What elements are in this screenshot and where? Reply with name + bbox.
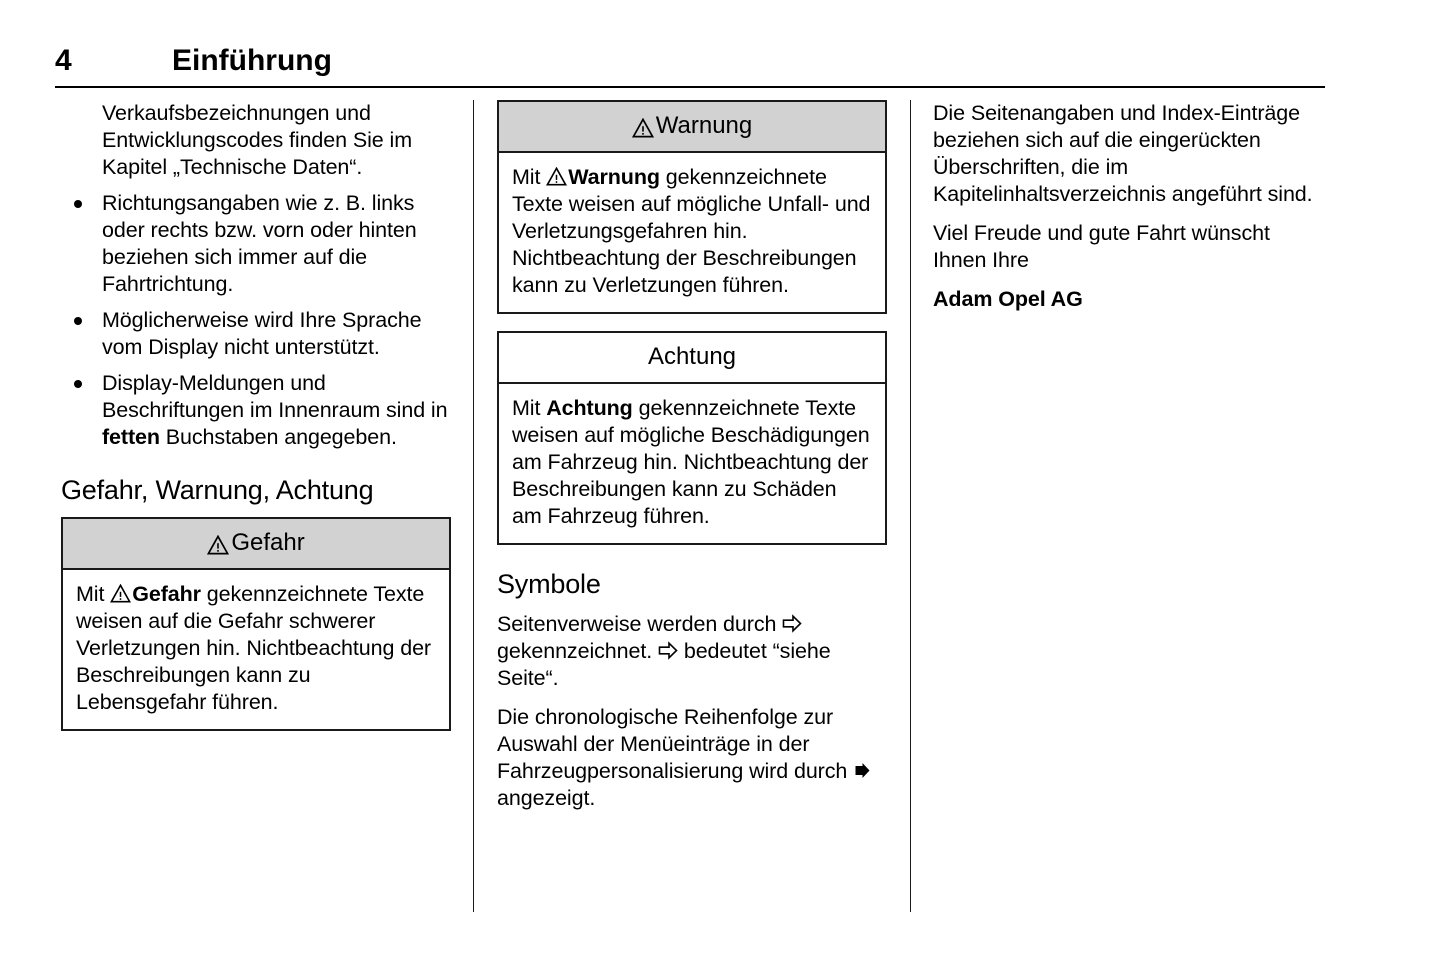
warning-body-prefix: Mit — [512, 165, 547, 189]
list-item-text-suffix: Buchstaben angegeben. — [159, 425, 397, 449]
hollow-right-arrow-icon — [658, 640, 678, 660]
caution-body-emphasis: Achtung — [546, 396, 633, 420]
bullet-dot-icon — [74, 200, 82, 208]
page-number: 4 — [55, 44, 72, 77]
list-item: Display-Meldungen und Beschriftungen im … — [61, 370, 451, 451]
closing-paragraph-1: Die Seitenangaben und Index-Einträge bez… — [933, 101, 1313, 206]
warning-note-body: Mit Warnung gekennzeichnete Texte weisen… — [499, 153, 885, 312]
warning-triangle-icon — [546, 166, 568, 186]
closing-paragraph-2: Viel Freude und gute Fahrt wünscht Ihnen… — [933, 221, 1270, 272]
column-middle: Warnung Mit Warnung gekennzeichnete Text… — [497, 100, 887, 824]
list-item: Richtungsangaben wie z. B. links oder re… — [61, 190, 451, 298]
symbols-p1-part3: bedeutet “siehe Seite“. — [497, 639, 831, 690]
list-item-text: Richtungsangaben wie z. B. links oder re… — [102, 191, 417, 296]
bullet-dot-icon — [74, 317, 82, 325]
warning-note-header: Warnung — [499, 102, 885, 153]
solid-right-arrow-icon — [853, 760, 872, 779]
caution-note-box: Achtung Mit Achtung gekennzeichnete Text… — [497, 331, 887, 545]
section-heading-symbols: Symbole — [497, 569, 601, 599]
chapter-title: Einführung — [172, 44, 332, 77]
warning-note-title: Warnung — [655, 112, 753, 139]
symbols-paragraph-1: Seitenverweise werden durch gekennzeichn… — [497, 611, 887, 692]
danger-note-body: Mit Gefahr gekennzeichnete Texte weisen … — [63, 570, 449, 729]
column-separator-right — [910, 100, 911, 912]
danger-note-box: Gefahr Mit Gefahr gekennzeichnete Texte … — [61, 517, 451, 731]
warning-body-suffix: gekennzeichnete Texte weisen auf möglich… — [512, 165, 871, 297]
warning-body-emphasis: Warnung — [568, 165, 660, 189]
column-left: Verkaufsbezeichnungen und Entwicklungsco… — [61, 100, 451, 748]
caution-body-prefix: Mit — [512, 396, 547, 420]
symbols-p1-part1: Seitenverweise werden durch — [497, 612, 783, 636]
hollow-right-arrow-icon — [782, 613, 802, 633]
warning-note-box: Warnung Mit Warnung gekennzeichnete Text… — [497, 100, 887, 314]
list-item-text-emphasis: fetten — [102, 425, 160, 449]
warning-triangle-icon — [631, 116, 654, 138]
danger-body-suffix: gekennzeichnete Texte weisen auf die Gef… — [76, 582, 431, 714]
column-separator-left — [473, 100, 474, 912]
symbols-p2-part2: angezeigt. — [497, 786, 596, 810]
list-item-text: Möglicherweise wird Ihre Sprache vom Dis… — [102, 308, 422, 359]
bullet-dot-icon — [74, 380, 82, 388]
symbols-p1-part2: gekennzeichnet. — [497, 639, 658, 663]
symbols-p2-part1: Die chronologische Reihenfolge zur Auswa… — [497, 705, 854, 783]
page-header: 4 Einführung — [55, 42, 1325, 88]
danger-body-prefix: Mit — [76, 582, 111, 606]
danger-note-header: Gefahr — [63, 519, 449, 570]
header-divider-rule — [55, 86, 1325, 88]
list-item: Möglicherweise wird Ihre Sprache vom Dis… — [61, 307, 451, 361]
symbols-paragraph-2: Die chronologische Reihenfolge zur Auswa… — [497, 704, 887, 812]
caution-note-title: Achtung — [647, 343, 737, 370]
column-right: Die Seitenangaben und Index-Einträge bez… — [933, 100, 1325, 325]
intro-bullet-list: Richtungsangaben wie z. B. links oder re… — [61, 190, 451, 451]
signature-line: Adam Opel AG — [933, 287, 1083, 311]
caution-note-header: Achtung — [499, 333, 885, 384]
section-heading-warnings: Gefahr, Warnung, Achtung — [61, 475, 374, 505]
caution-note-body: Mit Achtung gekennzeichnete Texte weisen… — [499, 384, 885, 543]
intro-paragraph: Verkaufsbezeichnungen und Entwicklungsco… — [102, 101, 413, 179]
warning-triangle-icon — [110, 583, 132, 603]
danger-body-emphasis: Gefahr — [132, 582, 201, 606]
danger-note-title: Gefahr — [231, 529, 305, 556]
list-item-text-prefix: Display-Meldungen und Beschriftungen im … — [102, 371, 448, 422]
warning-triangle-icon — [207, 533, 230, 555]
caution-body-suffix: gekennzeichnete Texte weisen auf möglich… — [512, 396, 870, 528]
